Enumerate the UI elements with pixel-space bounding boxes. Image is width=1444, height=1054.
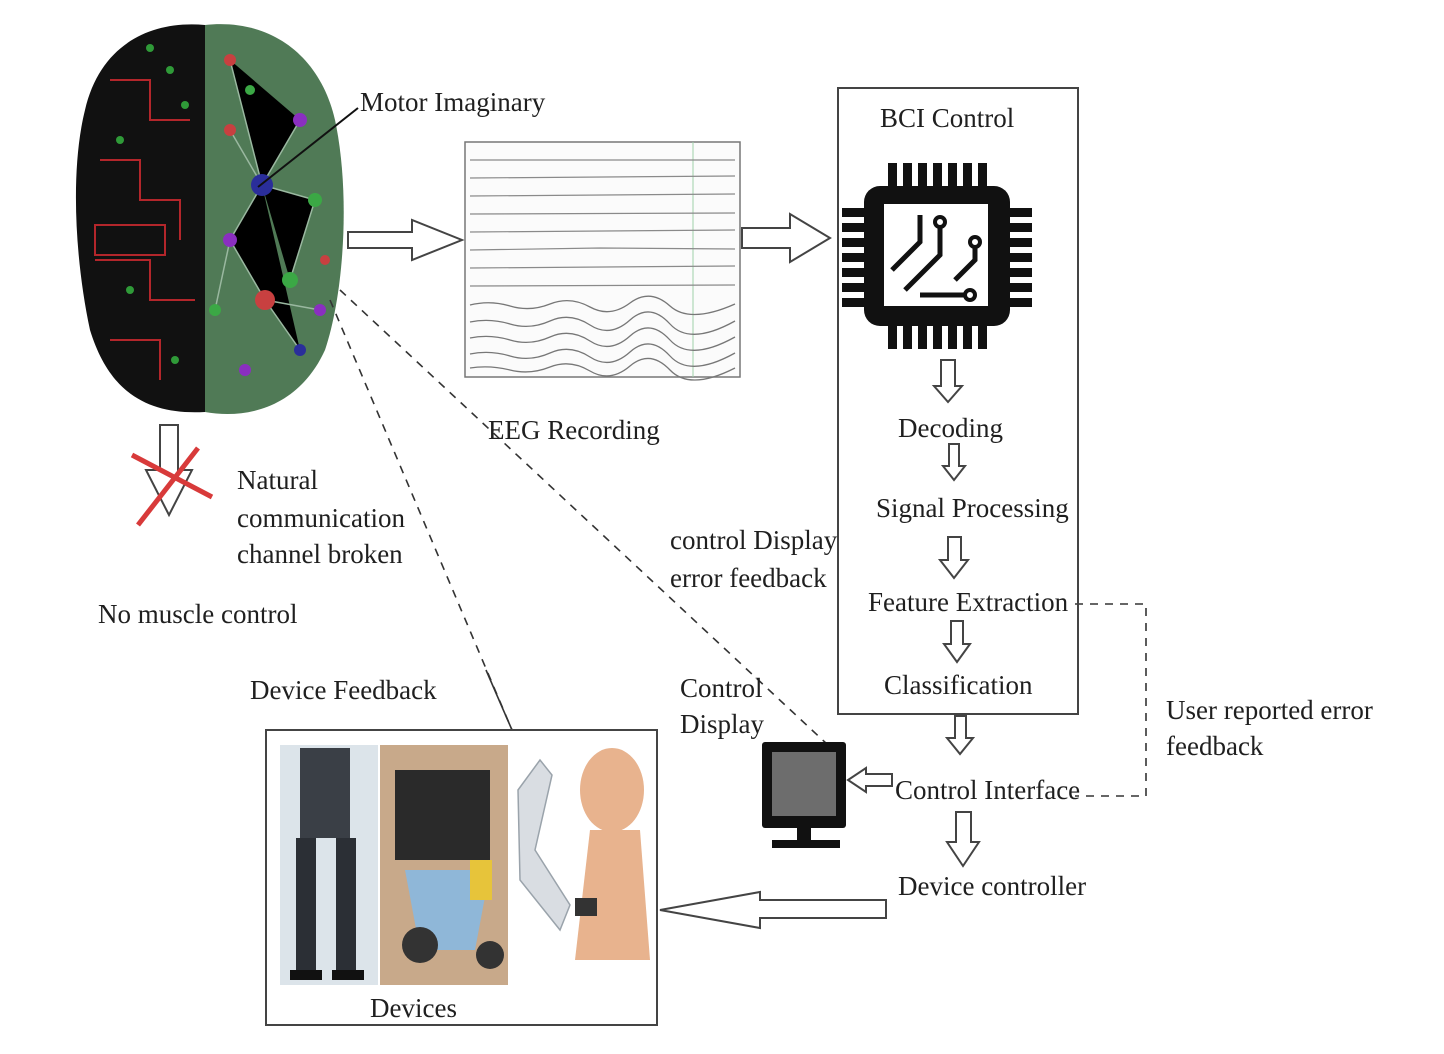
chip-icon: [842, 163, 1032, 349]
device-feedback-label: Device Feedback: [250, 675, 437, 705]
monitor-icon: [762, 742, 846, 848]
eeg-chart-icon: [464, 141, 741, 381]
cross-icon: [130, 424, 214, 527]
device-controller-label: Device controller: [898, 871, 1087, 901]
control-display-line2: Display: [680, 709, 764, 739]
decoding-label: Decoding: [898, 413, 1003, 443]
prosthetic-arm-icon: [512, 740, 652, 985]
eeg-recording-label: EEG Recording: [488, 415, 660, 445]
feature-extraction-label: Feature Extraction: [868, 587, 1069, 617]
natural-label-line2: communication: [237, 503, 405, 533]
control-interface-label: Control Interface: [895, 775, 1081, 805]
user-reported-line1: User reported error: [1166, 695, 1373, 725]
control-display-line1: Control: [680, 673, 763, 703]
wheelchair-icon: [380, 745, 508, 985]
no-muscle-label: No muscle control: [98, 599, 298, 629]
signal-processing-label: Signal Processing: [876, 493, 1069, 523]
classification-label: Classification: [884, 670, 1033, 700]
natural-label-line1: Natural: [237, 465, 318, 495]
exoskeleton-icon: [280, 745, 378, 985]
bci-control-label: BCI Control: [880, 103, 1015, 133]
motor-imaginary-label: Motor Imaginary: [360, 87, 546, 117]
user-reported-line2: feedback: [1166, 731, 1264, 761]
natural-label-line3: channel broken: [237, 539, 403, 569]
brain-icon: [75, 24, 344, 415]
control-display-feedback-line2: error feedback: [670, 563, 827, 593]
devices-label: Devices: [370, 993, 457, 1023]
control-display-feedback-line1: control Display: [670, 525, 838, 555]
